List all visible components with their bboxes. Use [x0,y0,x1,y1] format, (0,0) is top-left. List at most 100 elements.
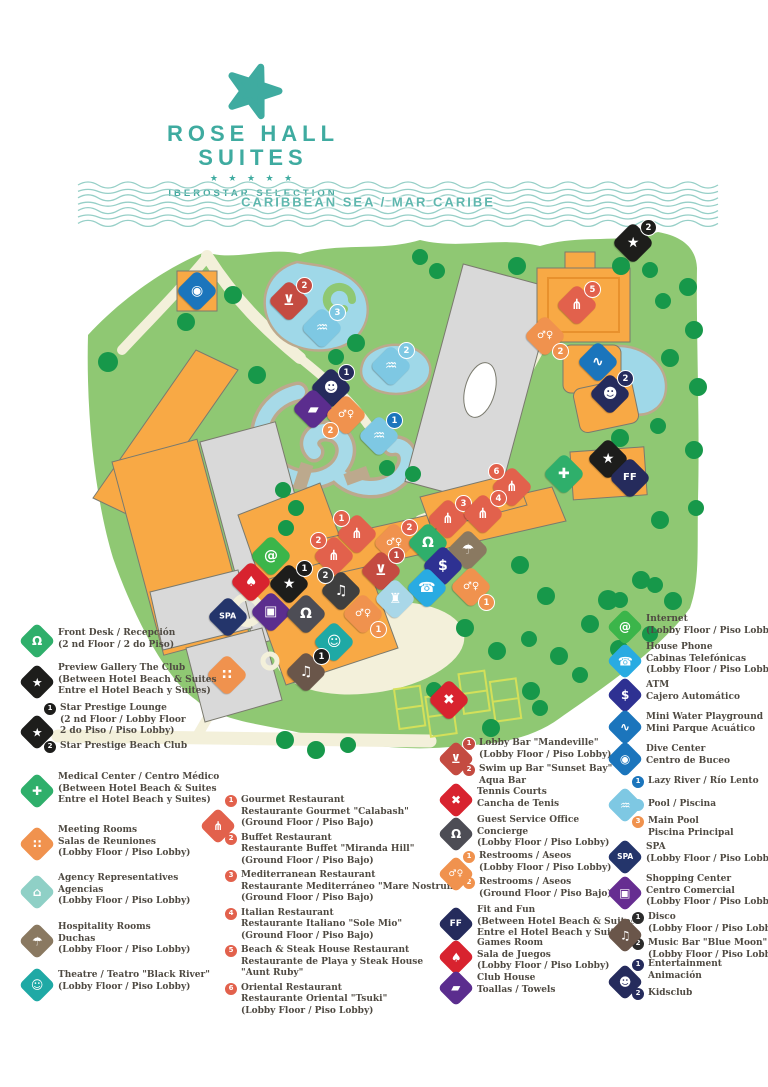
legend-entry: 2Pool / Piscina [631,798,759,812]
legend-entry: Front Desk / Recepción(2 nd Floor / 2 do… [58,628,175,651]
legend-text-line: Pool / Piscina [648,799,717,809]
legend-badge: 2 [224,831,238,846]
theatre-icon: ☺ [30,977,44,992]
legend-text-line: Front Desk / Recepción [58,628,176,638]
legend-text-line: Italian Restaurant [241,907,334,918]
legend-badge: 6 [224,981,238,996]
legend-text-line: Meeting Rooms [58,825,138,835]
legend-text-line: (Lobby Floor / Piso Lobby) [479,749,612,760]
internet-icon: @ [619,620,631,634]
map-icon-restrooms-east: ♂♀1 [449,565,495,611]
legend-text-line: (Lobby Floor / Piso Lobby) [648,949,768,960]
legend-text-line: Restaurante Buffet "Miranda Hill" [241,844,415,854]
legend-text-line: Centro de Buceo [646,755,730,766]
legend-badge: 1 [631,958,645,972]
sea-title: CARIBBEAN SEA / MAR CARIBE [241,194,495,210]
legend-text-line: Preview Gallery The Club [58,663,186,673]
agency-representatives-icon: ⌂ [32,885,42,899]
restrooms-icon: ♂♀ [448,868,464,879]
legend-badge: 1 [462,850,476,864]
legend-badge: 3 [631,815,645,829]
club-house-icon: ▰ [451,980,461,995]
map-icon-swim-up-bar: ⊻2 [267,277,313,323]
legend-text-line: Duchas [58,933,96,944]
map-icon-lobby-bar: ⊻1 [359,547,405,593]
legend-text-line: Club House [477,973,536,983]
map-icon-star-prestige-lounge: ★1 [267,560,313,606]
map-icon-kidsclub: ☻2 [588,370,634,416]
logo-stars: ★ ★ ★ ★ ★ [209,173,297,183]
dive-center-icon: ◉ [619,751,631,766]
legend-text-line: "Aunt Ruby" [241,968,304,978]
bars-icon: ⊻ [451,752,461,766]
atm-icon: $ [620,687,630,702]
legend-text-line: Cancha de Tenis [477,798,560,809]
legend-text-line: Restrooms / Aseos [479,851,572,861]
legend-text-line: (Ground Floor / Piso Bajo) [241,818,374,828]
legend-text-line: Lazy River / Río Lento [648,776,759,786]
legend-badge: 1 [43,702,57,716]
hospitality-rooms-icon: ☂ [31,933,43,948]
legend-item-preview-gallery-the-club: ★Preview Gallery The Club(Between Hotel … [18,663,217,701]
legend-text-line: Games Room [477,938,543,948]
legend-entry: Internet(Lobby Floor / Piso Lobby) [646,614,768,637]
star-prestige-icon: ★ [31,724,43,739]
legend-text-line: Music Bar "Blue Moon" [648,938,768,948]
legend-text-line: Star Prestige Beach Club [60,740,188,751]
legend-badge: 5 [224,944,238,958]
legend-text-line: (Lobby Floor / Piso Lobby) [477,838,610,848]
legend-text-line: (Between Hotel Beach & Suites [58,783,217,794]
legend-entry: Preview Gallery The Club(Between Hotel B… [58,663,217,698]
legend-text-line: (Lobby Floor / Piso Lobby) [646,625,768,636]
legend-item-medical-center: ✚Medical Center / Centro Médico(Between … [18,772,219,810]
legend-text-line: Mediterranean Restaurant [241,870,376,880]
map-icon-star-prestige-beach-club: ★2 [611,219,657,265]
legend-text-line: Restaurante Mediterráneo "Mare Nostrum" [241,881,461,892]
legend-text-line: (2 nd Floor / 2 do Piso) [58,639,175,650]
fit-and-fun-icon: FF [449,918,463,929]
legend-text-line: Fit and Fun [477,905,536,915]
games-room-icon: ♠ [450,949,462,964]
legend-text-line: (Lobby Floor / Piso Lobby) [241,1005,374,1016]
legend-text-line: Concierge [477,826,529,837]
entertainment-icon: ☻ [618,974,632,989]
legend-text-line: Medical Center / Centro Médico [58,772,220,782]
legend-text-line: (Ground Floor / Piso Bajo) [241,893,374,903]
legend-text-line: (Lobby Floor / Piso Lobby) [58,896,191,906]
legend-text-line: (Lobby Floor / Piso Lobby) [58,981,191,992]
map-icon-gourmet-restaurant: ⋔1 [333,510,379,556]
legend-text-line: (Lobby Floor / Piso Lobby) [479,862,612,873]
legend-text-line: Hospitality Rooms [58,922,151,932]
legend-text-line: Sala de Juegos [477,949,551,960]
guest-service-icon: Ω [450,826,462,841]
logo-title-line1: ROSE HALL [166,121,340,146]
map-icon-pool: ♒2 [369,342,415,388]
